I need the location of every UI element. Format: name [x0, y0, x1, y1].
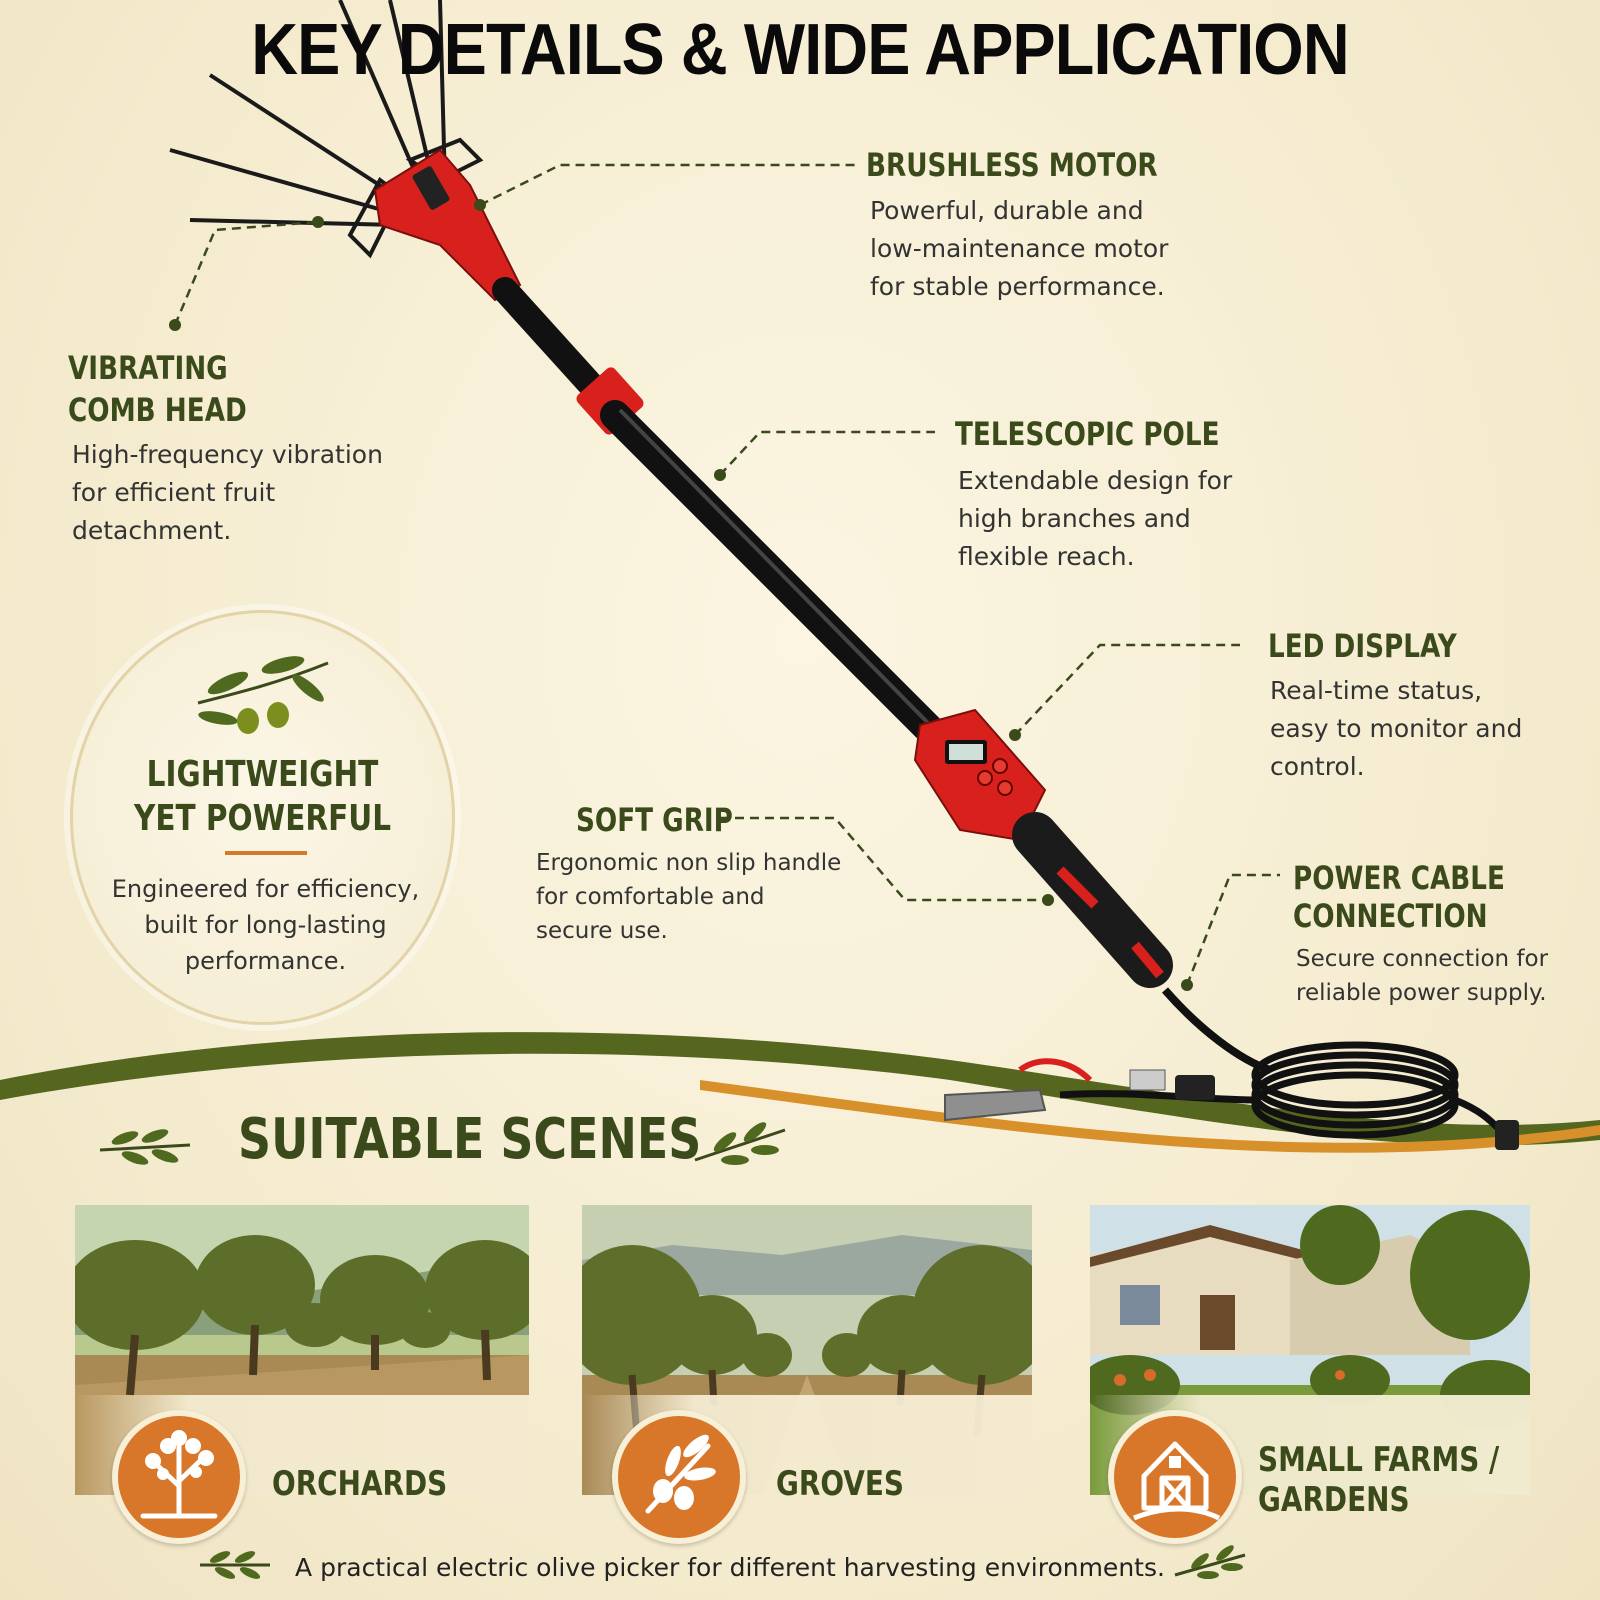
footer-tagline: A practical electric olive picker for di… — [295, 1553, 1165, 1582]
comb-callout-text: High-frequency vibration for efficient f… — [72, 440, 383, 545]
led-callout-title: LED DISPLAY — [1268, 627, 1457, 665]
badge-title: LIGHTWEIGHT YET POWERFUL — [107, 753, 418, 841]
leaf-sprig-left-icon — [99, 1129, 191, 1165]
badge-title-line2: YET POWERFUL — [133, 798, 392, 839]
scene-label-groves: GROVES — [776, 1464, 905, 1504]
page-title: KEY DETAILS & WIDE APPLICATION — [251, 10, 1349, 90]
cable-callout-text: Secure connection for reliable power sup… — [1296, 946, 1549, 1006]
cable-callout-title-line1: POWER CABLE — [1293, 859, 1505, 897]
olive-branch-icon — [197, 656, 329, 734]
badge-divider — [225, 851, 307, 855]
tree-icon — [112, 1410, 246, 1544]
comb-callout-title-line1: VIBRATING — [68, 349, 228, 387]
motor-callout-title: BRUSHLESS MOTOR — [866, 146, 1158, 184]
leaf-sprig-right-icon — [694, 1122, 786, 1165]
scene-label-orchards: ORCHARDS — [272, 1464, 448, 1504]
scene-card-orchards — [75, 1205, 529, 1495]
scene-label-farms: SMALL FARMS / GARDENS — [1258, 1440, 1500, 1520]
pole-callout-text: Extendable design for high branches and … — [958, 466, 1233, 571]
cable-callout-title-line2: CONNECTION — [1293, 897, 1488, 935]
barn-icon — [1108, 1410, 1242, 1544]
leaf-sprig-footer-left-icon — [200, 1551, 270, 1579]
olive-branch-icon — [612, 1410, 746, 1544]
led-callout-text: Real-time status, easy to monitor and co… — [1270, 676, 1523, 781]
badge-text: Engineered for efficiency, built for lon… — [111, 875, 420, 975]
motor-callout-text: Powerful, durable and low-maintenance mo… — [870, 196, 1169, 301]
badge-title-line1: LIGHTWEIGHT — [146, 754, 379, 795]
grip-callout-text: Ergonomic non slip handle for comfortabl… — [536, 850, 842, 944]
scenes-title: SUITABLE SCENES — [238, 1107, 702, 1172]
lightweight-badge: LIGHTWEIGHT YET POWERFUL Engineered for … — [70, 610, 455, 1025]
grip-callout-title: SOFT GRIP — [576, 801, 733, 839]
pole-callout-title: TELESCOPIC POLE — [955, 415, 1220, 453]
scene-card-groves — [582, 1205, 1032, 1495]
comb-callout-title-line2: COMB HEAD — [68, 391, 247, 429]
leaf-sprig-footer-right-icon — [1174, 1545, 1246, 1579]
